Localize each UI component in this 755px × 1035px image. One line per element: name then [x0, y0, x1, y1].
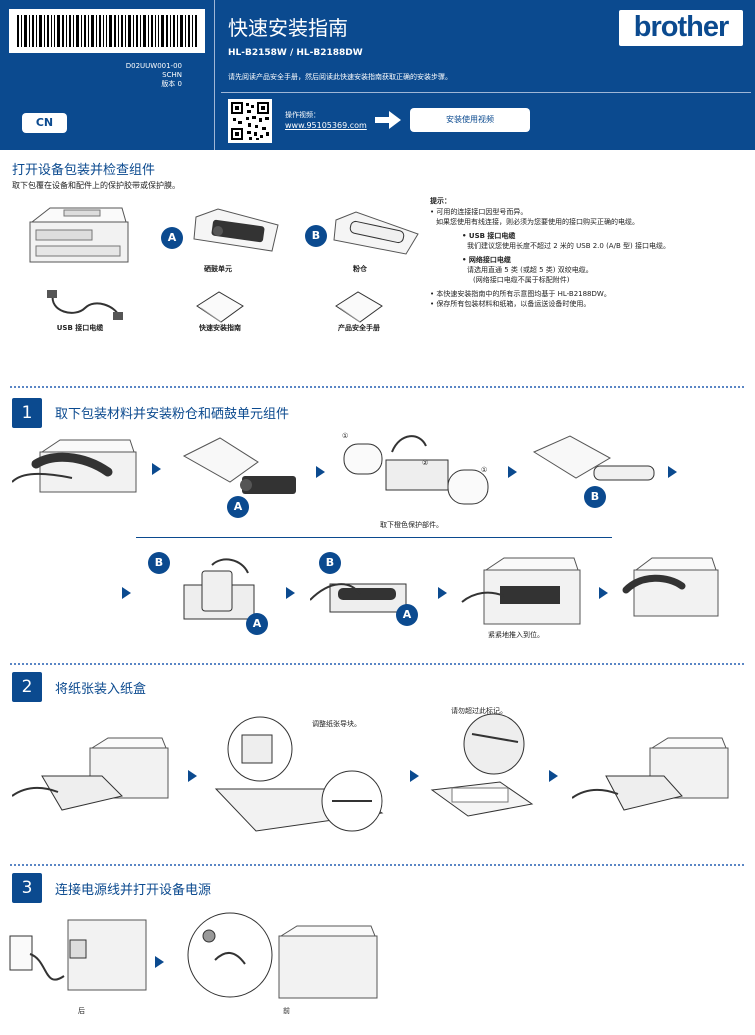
- badge-a: A: [227, 496, 249, 518]
- back-label: 后: [78, 1007, 85, 1015]
- barcode-image: [9, 9, 205, 53]
- load-paper-illustration: [430, 713, 534, 817]
- install-toner-illustration: [183, 558, 255, 620]
- insert-tray-illustration: [572, 737, 729, 811]
- version: 版本 0: [161, 80, 182, 88]
- step-2-number: 2: [12, 672, 42, 702]
- adjust-guides-illustration: [214, 716, 384, 832]
- arrow-right-icon: [286, 587, 295, 599]
- arrow-right-icon: [122, 587, 131, 599]
- step-2-title: 将纸张装入纸盒: [55, 682, 147, 697]
- assemble-illustration: [310, 583, 407, 613]
- close-cover-illustration: [622, 557, 719, 617]
- net-tip-title: • 网络接口电缆: [462, 256, 511, 264]
- arrow-right-icon: [508, 466, 517, 478]
- model-names: HL-B2158W / HL-B2188DW: [228, 48, 363, 58]
- max-mark-note: 请勿超过此标记。: [451, 707, 507, 715]
- badge-b: B: [148, 552, 170, 574]
- tips-heading: 提示：: [430, 197, 451, 205]
- arrow-right-icon: [438, 587, 447, 599]
- video-label: 操作视频：: [285, 111, 320, 119]
- tips-line: • 可用的连接接口因型号而异。: [430, 208, 528, 216]
- quick-guide-label: 快速安装指南: [199, 324, 241, 332]
- safety-guide-label: 产品安全手册: [338, 324, 380, 332]
- power-cord-illustration: [9, 919, 147, 991]
- step-3-title: 连接电源线并打开设备电源: [55, 883, 212, 898]
- tips-note: • 本快速安装指南中的所有示意图均基于 HL-B2188DW。: [430, 290, 611, 298]
- tips-box: 提示： • 可用的连接接口因型号而异。 如果您使用有线连接，则必须为您要使用的接…: [430, 196, 748, 309]
- drum-unpack-illustration: [182, 437, 296, 494]
- front-label: 前: [283, 1007, 290, 1015]
- brand-logo: brother: [619, 10, 743, 46]
- video-button[interactable]: 安装使用视频: [410, 108, 530, 132]
- unpack-title: 打开设备包装并检查组件: [12, 163, 156, 178]
- safety-guide-illustration: [335, 291, 383, 323]
- badge-b: B: [584, 486, 606, 508]
- badge-a: A: [396, 604, 418, 626]
- arrow-right-icon: [155, 956, 164, 968]
- printer-illustration: [29, 207, 129, 263]
- badge-a: A: [161, 227, 183, 249]
- net-tip-note: (网络接口电缆不属于标配附件): [473, 276, 570, 284]
- pull-tray-illustration: [12, 737, 169, 811]
- insert-assembly-illustration: [461, 557, 581, 625]
- arrow-right-icon: [152, 463, 161, 475]
- step-1-number: 1: [12, 398, 42, 428]
- qr-code[interactable]: [228, 99, 272, 143]
- region-badge: CN: [22, 113, 67, 133]
- arrow-right-icon: [668, 466, 677, 478]
- arrow-right-icon: [599, 587, 608, 599]
- doc-code: D02UUW001-00: [125, 62, 182, 70]
- usb-cable-label: USB 接口电缆: [56, 324, 104, 332]
- badge-a: A: [246, 613, 268, 635]
- header-divider: [214, 0, 215, 150]
- intro-text: 请先阅读产品安全手册，然后阅读此快速安装指南获取正确的安装步骤。: [228, 73, 452, 81]
- step-marker: ②: [422, 459, 429, 467]
- usb-tip-title: • USB 接口电缆: [462, 232, 516, 240]
- step-marker: ①: [342, 432, 349, 440]
- quick-guide-illustration: [196, 291, 244, 323]
- toner-label: 粉仓: [353, 265, 367, 273]
- badge-b: B: [319, 552, 341, 574]
- step-1-title: 取下包装材料并安装粉仓和硒鼓单元组件: [55, 407, 290, 422]
- section-divider: [10, 663, 744, 665]
- tips-note: • 保存所有包装材料和纸箱，以备运送设备时使用。: [430, 300, 591, 308]
- usb-cable-illustration: [47, 290, 123, 320]
- badge-b: B: [305, 225, 327, 247]
- push-note: 紧紧地推入到位。: [488, 631, 544, 639]
- net-tip-desc: 请选用直通 5 类 (或超 5 类) 双绞电缆。: [467, 266, 593, 274]
- orange-parts-note: 取下橙色保护部件。: [380, 521, 443, 529]
- page-title: 快速安装指南: [228, 16, 348, 40]
- step-3-number: 3: [12, 873, 42, 903]
- guides-note: 调整纸张导块。: [312, 720, 361, 728]
- unpack-subtitle: 取下包覆在设备和配件上的保护胶带或保护膜。: [12, 181, 180, 190]
- remove-protector-illustration: [343, 435, 489, 505]
- arrow-right-icon: [316, 466, 325, 478]
- drum-unit-illustration: [193, 208, 279, 252]
- arrow-right-icon: [410, 770, 419, 782]
- step-marker: ①: [481, 466, 488, 474]
- usb-tip-desc: 我们建议您使用长度不超过 2 米的 USB 2.0 (A/B 型) 接口电缆。: [467, 242, 670, 250]
- drum-unit-label: 硒鼓单元: [204, 265, 232, 273]
- section-divider: [10, 386, 744, 388]
- toner-illustration: [333, 211, 419, 255]
- lang-code: SCHN: [162, 71, 182, 79]
- toner-unpack-illustration: [532, 435, 655, 481]
- unpack-printer-illustration: [12, 439, 137, 493]
- step-1-rule: [136, 537, 612, 538]
- arrow-right-icon: [188, 770, 197, 782]
- section-divider: [10, 864, 744, 866]
- video-link[interactable]: www.95105369.com: [285, 121, 367, 130]
- arrow-right-icon: [375, 111, 401, 133]
- power-on-illustration: [187, 912, 378, 999]
- header-rule: [221, 92, 751, 93]
- arrow-right-icon: [549, 770, 558, 782]
- tips-line: 如果您使用有线连接，则必须为您要使用的接口购买正确的电缆。: [436, 218, 639, 226]
